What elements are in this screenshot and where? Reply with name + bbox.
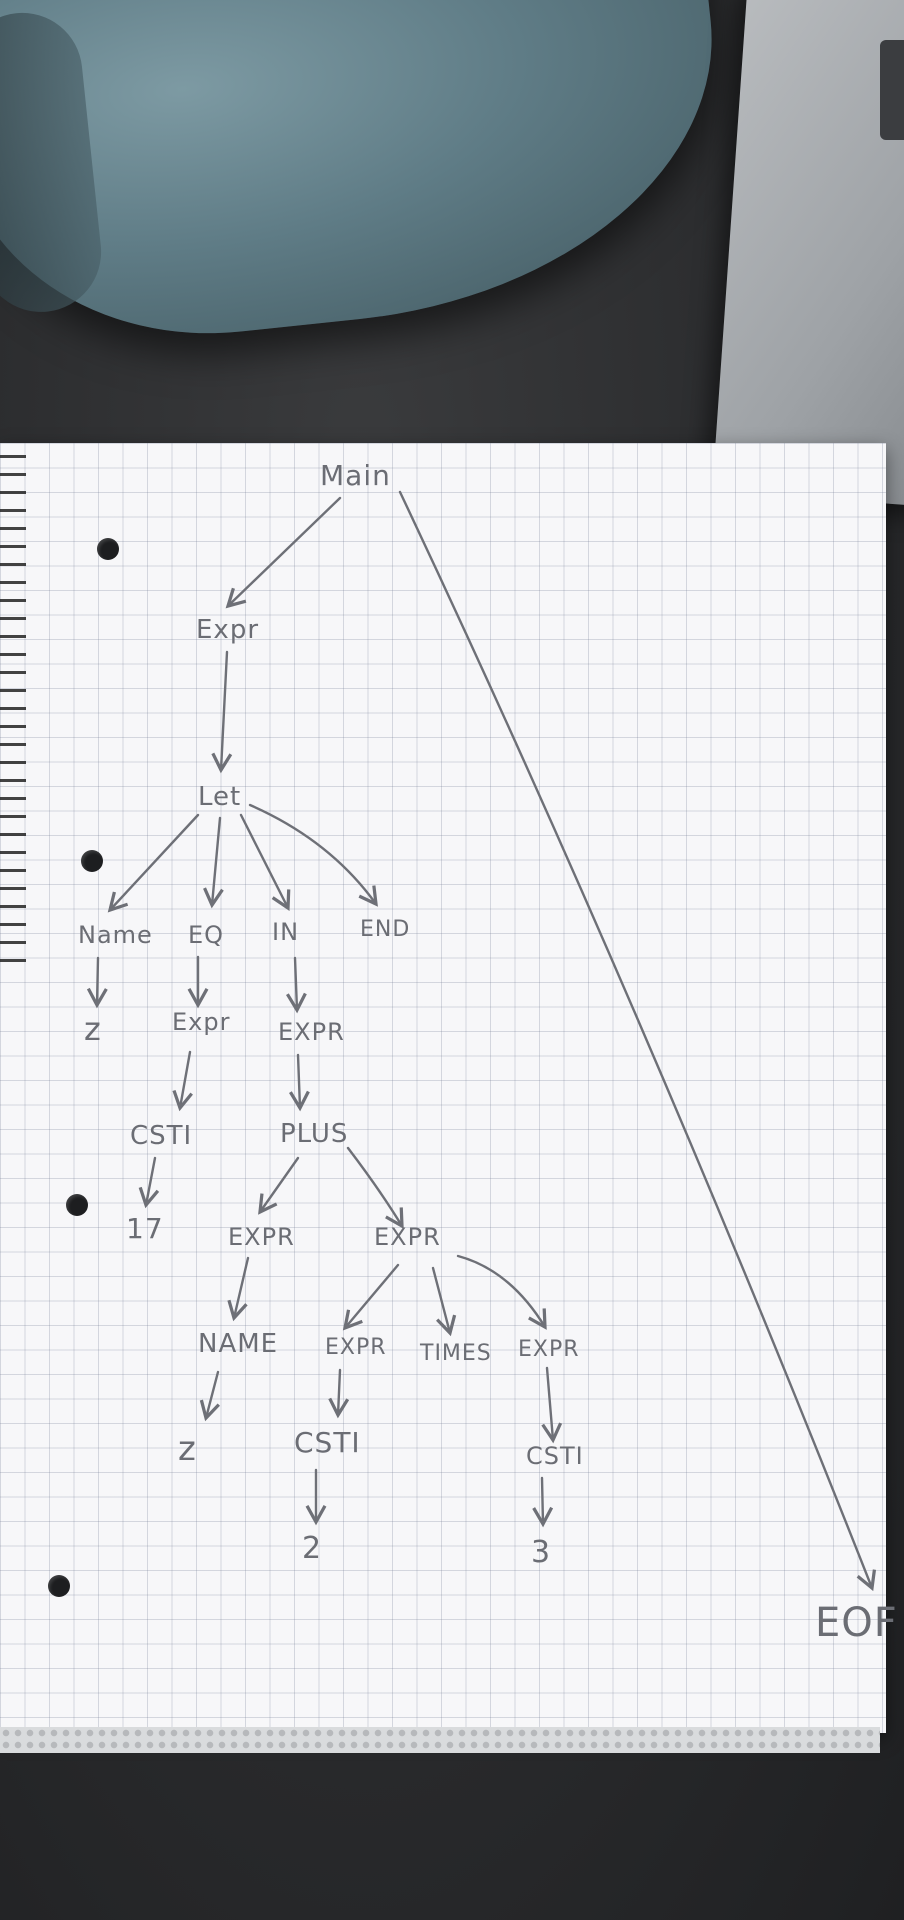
node-plus-right-expr: EXPR — [374, 1223, 441, 1251]
edge-let-name — [107, 813, 200, 913]
node-end: END — [360, 917, 410, 942]
node-let: Let — [198, 782, 241, 812]
node-in-expr: EXPR — [278, 1018, 345, 1046]
node-name: Name — [78, 921, 153, 949]
node-value-2: 2 — [302, 1531, 322, 1566]
edge-name-z2 — [199, 1370, 220, 1422]
tree-nodes: Main Expr Let Name EQ IN END z Expr CSTI… — [78, 459, 898, 1646]
edge-let-in — [239, 813, 291, 911]
edge-right-expr — [342, 1263, 400, 1331]
edge-plus-right — [346, 1146, 404, 1229]
edge-let-end — [248, 803, 378, 907]
node-csti-17: CSTI — [130, 1121, 192, 1151]
node-times: TIMES — [419, 1341, 492, 1366]
node-eq: EQ — [188, 921, 224, 949]
laptop-key — [880, 40, 904, 140]
edge-right-expr2 — [456, 1254, 547, 1330]
edge-csti-17 — [138, 1156, 160, 1209]
edge-main-eof — [398, 490, 877, 1592]
punch-hole — [81, 850, 103, 872]
node-in: IN — [272, 918, 299, 946]
node-main: Main — [320, 459, 391, 492]
edge-plus-left — [258, 1156, 300, 1215]
edge-in-expr — [285, 956, 307, 1014]
node-csti-3: CSTI — [526, 1442, 584, 1470]
node-times-left-expr: EXPR — [325, 1335, 387, 1360]
punch-hole — [97, 538, 119, 560]
grid-paper-sheet — [0, 443, 886, 1733]
node-eof: EOF — [815, 1600, 898, 1646]
node-plus: PLUS — [280, 1119, 348, 1149]
node-name-value: z — [84, 1010, 102, 1048]
spiral-binding — [0, 455, 26, 975]
edge-main-expr — [225, 496, 342, 609]
edge-expr-plus — [289, 1053, 310, 1112]
edge-csti3-3 — [532, 1476, 554, 1528]
tree-edges — [86, 490, 877, 1592]
edge-let-eq — [203, 816, 224, 909]
punch-hole — [66, 1194, 88, 1216]
node-plus-left-expr: EXPR — [228, 1223, 295, 1251]
edge-name-z — [86, 956, 108, 1009]
edge-expr-let — [211, 650, 233, 774]
node-expr-top: Expr — [196, 615, 259, 645]
node-name-upper: NAME — [198, 1329, 278, 1359]
edge-expr-csti — [172, 1050, 193, 1112]
node-value-3: 3 — [531, 1535, 551, 1570]
edge-right-times — [431, 1266, 457, 1337]
punch-hole — [48, 1575, 70, 1597]
edge-expr-csti2 — [328, 1368, 350, 1419]
edge-left-name — [227, 1256, 250, 1322]
node-name-upper-value: z — [178, 1429, 197, 1469]
node-value-17: 17 — [126, 1212, 164, 1245]
node-times-right-expr: EXPR — [518, 1337, 580, 1362]
node-csti-2: CSTI — [294, 1426, 361, 1459]
node-eq-expr: Expr — [172, 1008, 230, 1036]
paper-edge-strip — [0, 1727, 880, 1753]
edge-expr2-csti3 — [541, 1366, 563, 1444]
